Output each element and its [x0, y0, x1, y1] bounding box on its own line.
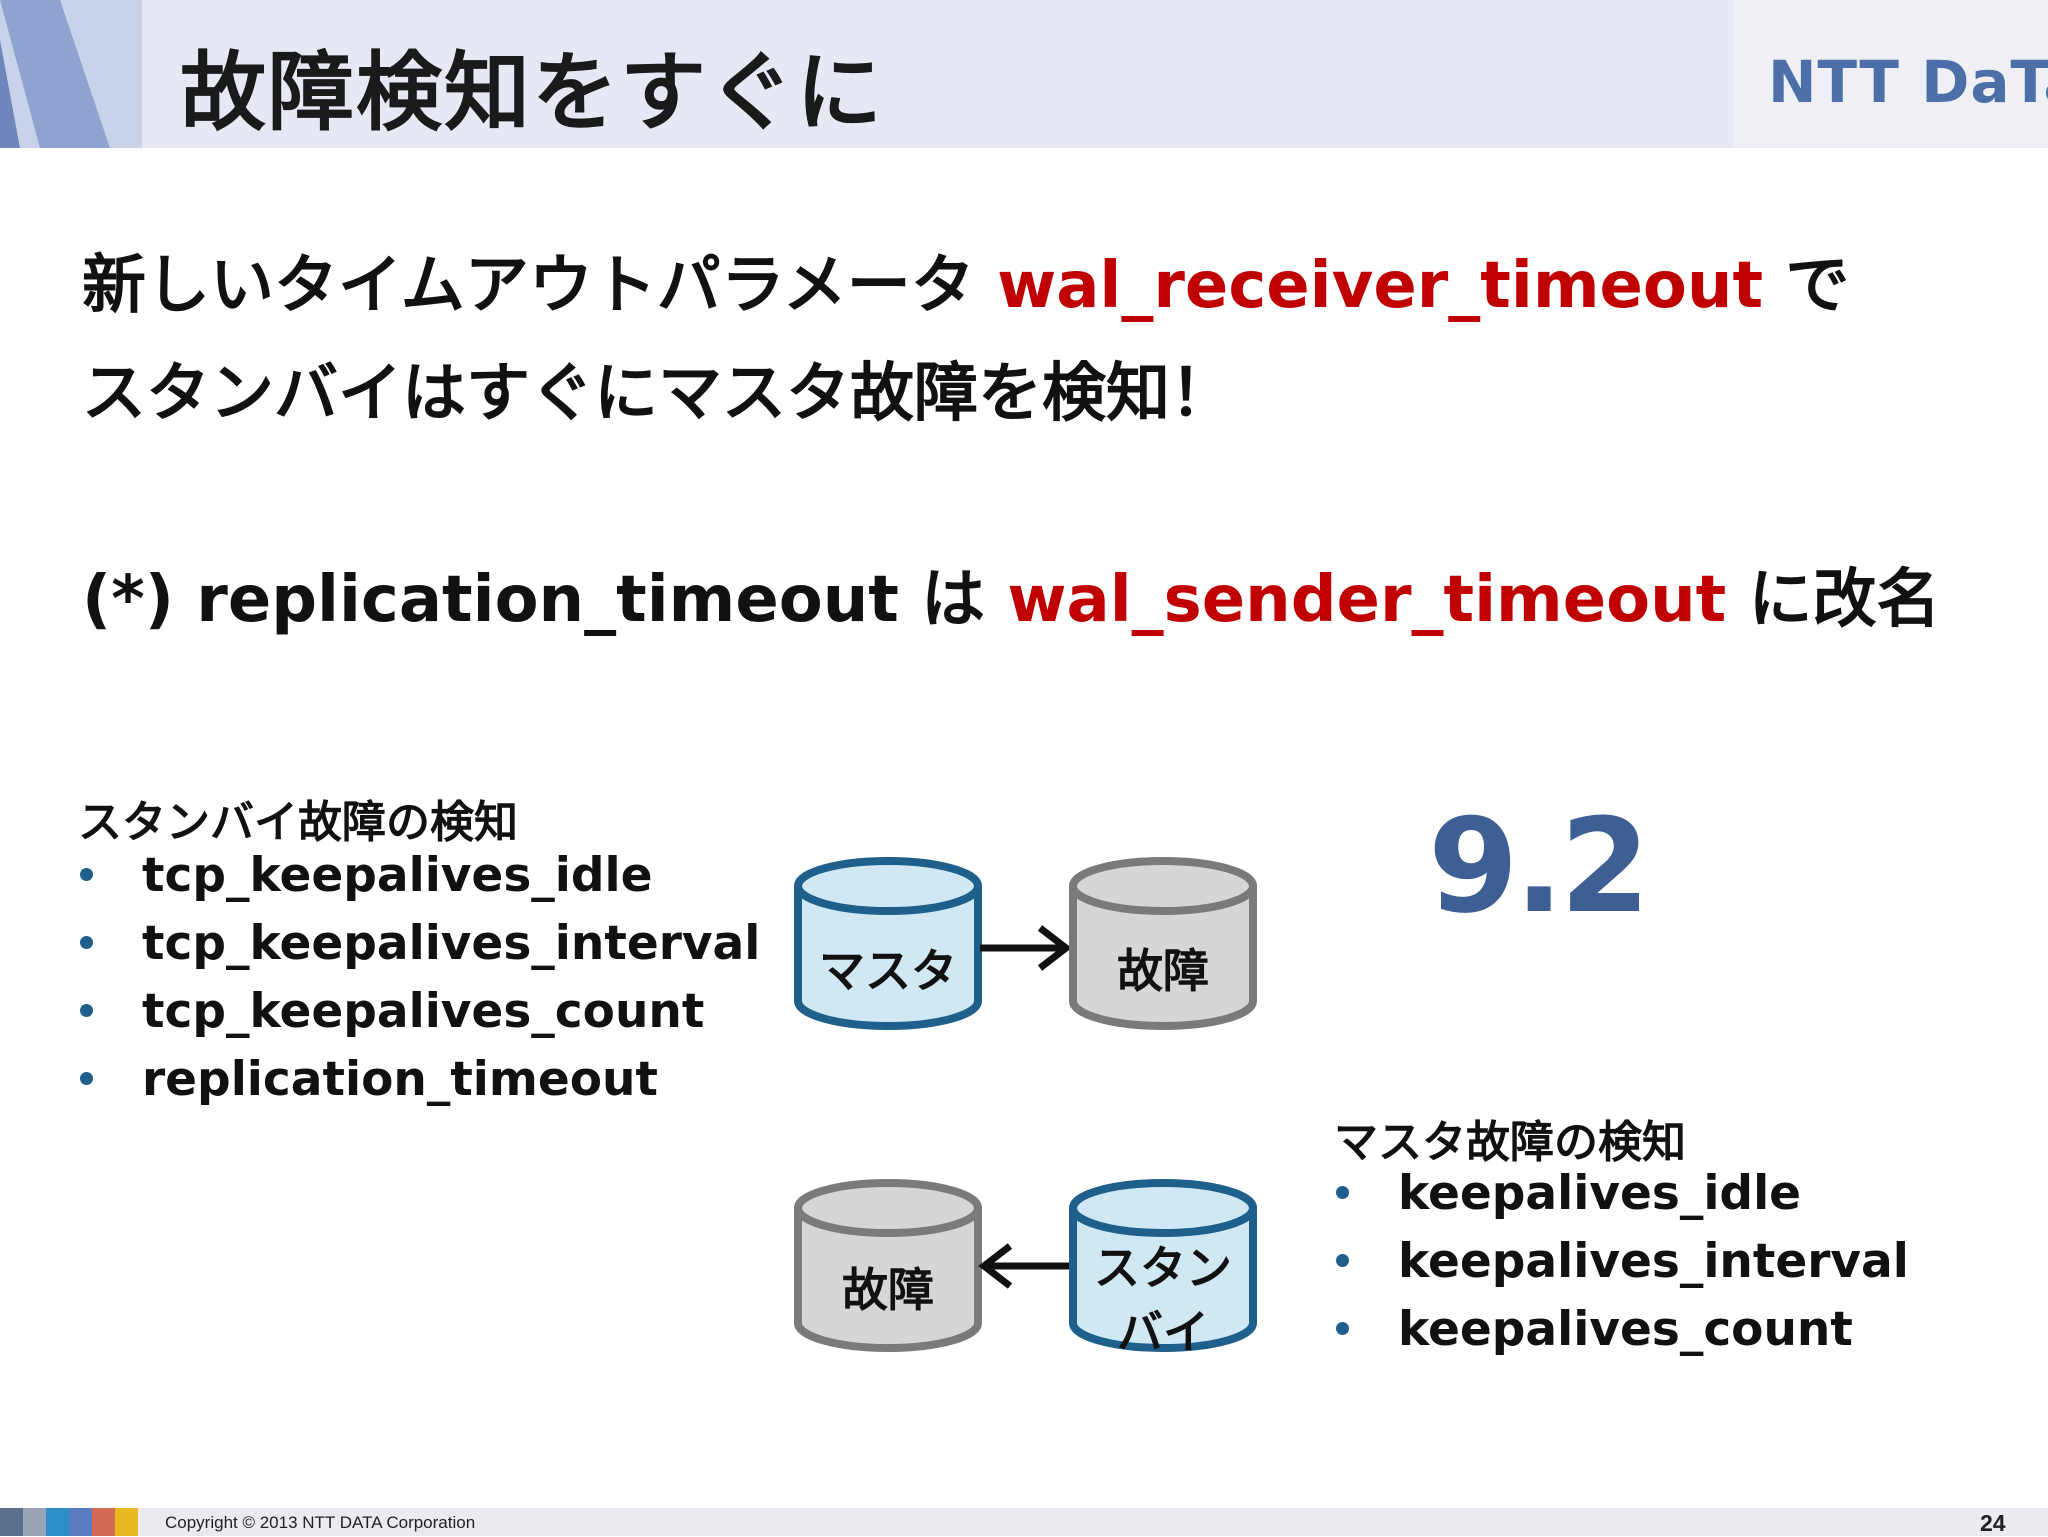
page-number: 24 [1980, 1510, 2006, 1536]
logo-area [1733, 0, 2048, 148]
note-prefix: (*) replication_timeout は [82, 563, 1008, 637]
list-item: tcp_keepalives_interval [80, 910, 760, 978]
standby-label-line-1: スタン [1094, 1241, 1232, 1295]
list-item: keepalives_idle [1336, 1160, 1909, 1228]
bullet-icon [1336, 1254, 1349, 1267]
headline-line-1: 新しいタイムアウトパラメータ wal_receiver_timeout で [82, 234, 1849, 326]
note-suffix: に改名 [1726, 563, 1941, 637]
bullet-icon [80, 1072, 93, 1085]
version-label: 9.2 [1428, 790, 1650, 942]
footer-swatch [115, 1508, 138, 1536]
standby-detection-list: tcp_keepalives_idle tcp_keepalives_inter… [80, 842, 760, 1114]
footer-swatch [69, 1508, 92, 1536]
bullet-icon [1336, 1322, 1349, 1335]
headline-line-2: スタンバイはすぐにマスタ故障を検知！ [82, 357, 1234, 431]
rename-note: (*) replication_timeout は wal_sender_tim… [82, 548, 1941, 640]
ntt-data-logo: NTT DaTa [1768, 48, 2048, 116]
standby-label-line-2: バイ [1117, 1305, 1209, 1359]
standby-database-icon [1069, 1179, 1257, 1352]
bullet-icon [80, 868, 93, 881]
bullet-icon [1336, 1186, 1349, 1199]
footer-swatch [0, 1508, 23, 1536]
master-detection-title: マスタ故障の検知 [1334, 1117, 1686, 1168]
slide-header: 故障検知をすぐに [0, 0, 2048, 148]
list-item: replication_timeout [80, 1046, 760, 1114]
list-item: keepalives_count [1336, 1296, 1909, 1364]
arrow-left-icon [978, 1243, 1070, 1289]
bullet-icon [80, 936, 93, 949]
headline-suffix: で [1763, 249, 1850, 323]
note-param: wal_sender_timeout [1007, 563, 1727, 637]
footer-swatch [23, 1508, 46, 1536]
master-detection-list: keepalives_idle keepalives_interval keep… [1336, 1160, 1909, 1364]
headline-param: wal_receiver_timeout [997, 249, 1764, 323]
failed-label: 故障 [842, 1263, 934, 1317]
failed-label: 故障 [1117, 944, 1209, 998]
master-label: マスタ [819, 944, 957, 998]
master-database-icon [794, 857, 982, 1030]
failed-database-icon [1069, 857, 1257, 1030]
failed-database-icon [794, 1179, 982, 1352]
footer-swatch [46, 1508, 69, 1536]
list-item: tcp_keepalives_count [80, 978, 760, 1046]
footer-bar [0, 1508, 2048, 1536]
slide-title: 故障検知をすぐに [180, 43, 884, 143]
bullet-icon [80, 1004, 93, 1017]
copyright-text: Copyright © 2013 NTT DATA Corporation [165, 1513, 476, 1532]
footer-swatch [92, 1508, 115, 1536]
standby-detection-title: スタンバイ故障の検知 [78, 797, 518, 848]
list-item: tcp_keepalives_idle [80, 842, 760, 910]
header-decoration [0, 0, 142, 148]
arrow-right-icon [980, 925, 1072, 971]
headline-prefix: 新しいタイムアウトパラメータ [82, 249, 998, 323]
list-item: keepalives_interval [1336, 1228, 1909, 1296]
